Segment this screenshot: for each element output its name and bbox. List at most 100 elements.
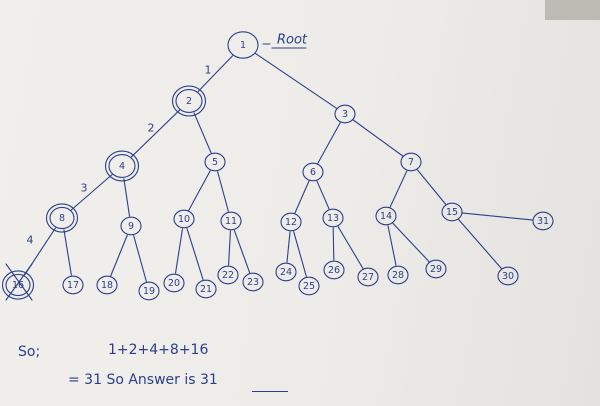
tree-node-19: 19 [138,281,160,301]
tree-node-23: 23 [242,272,264,292]
tree-node-1: 1 [227,31,259,59]
path-annotations: 1 2 3 4 [27,64,212,247]
tree-node-17: 17 [62,275,84,295]
node-label: 6 [310,167,316,178]
path-annotation-4: 4 [27,234,34,247]
edge-14-29 [392,222,430,263]
edge-14-28 [387,225,397,266]
edge-15-31 [461,212,534,221]
node-label: 31 [537,216,549,227]
tree-node-14: 14 [375,206,397,226]
result-line: = 31 So Answer is 31 [68,372,218,388]
edge-10-20 [174,228,184,274]
node-label: 13 [327,213,339,224]
edge-1-2 [197,55,234,93]
node-label: 14 [380,211,392,222]
edge-10-21 [186,227,204,281]
edge-8-17 [63,229,72,276]
node-label: 10 [178,214,190,225]
tree-node-29: 29 [425,259,447,279]
node-label: 1 [240,40,246,51]
tree-node-12: 12 [280,212,302,232]
path-annotation-1: 1 [205,64,212,77]
tree-node-15: 15 [441,202,463,222]
node-label: 7 [408,157,414,168]
node-label: 20 [168,278,180,289]
edge-9-18 [110,234,128,277]
tree-node-27: 27 [357,267,379,287]
node-label: 8 [59,213,65,224]
paper-corner [545,0,600,20]
edge-3-7 [352,119,404,157]
tree-node-20: 20 [163,273,185,293]
node-label: 25 [303,281,315,292]
sum-expression: 1+2+4+8+16 [108,342,209,358]
edge-6-13 [316,180,330,210]
node-label: 4 [119,161,125,172]
tree-node-25: 25 [298,276,320,296]
node-label: 3 [342,109,348,120]
node-label: 29 [430,264,442,275]
tree-node-30: 30 [497,266,519,286]
edge-6-12 [294,180,310,214]
so-prefix: So; [18,344,41,360]
node-label: 9 [128,221,134,232]
root-callout: Root [262,33,308,49]
tree-node-10: 10 [173,209,195,229]
tree-node-5: 5 [204,152,226,172]
tree-node-9: 9 [120,216,142,236]
node-label: 18 [101,280,113,291]
node-label: 23 [247,277,259,288]
tree-node-3: 3 [334,104,356,124]
node-label: 2 [186,96,192,107]
edge-12-24 [286,231,291,263]
answer-underline [252,391,288,392]
node-label: 5 [212,157,218,168]
path-annotation-2: 2 [148,122,155,135]
edge-11-23 [233,229,251,274]
edge-13-26 [332,227,335,261]
tree-node-7: 7 [400,152,422,172]
edge-5-11 [217,171,229,212]
edge-4-8 [70,173,113,211]
node-label: 28 [392,270,404,281]
tree-node-6: 6 [302,162,324,182]
tree-node-22: 22 [217,265,239,285]
tree-node-8: 8 [45,203,79,233]
tree-node-21: 21 [195,279,217,299]
tree-node-28: 28 [387,265,409,285]
edge-2-4 [130,109,181,158]
node-label: 27 [362,272,374,283]
path-annotation-3: 3 [81,182,88,195]
edge-4-9 [123,178,131,217]
edge-5-10 [188,170,211,211]
tree-node-16: 16 [1,270,35,300]
node-label: 19 [143,286,155,297]
node-label: 21 [200,284,212,295]
node-label: 16 [12,280,24,291]
tree-node-11: 11 [220,211,242,231]
edge-2-5 [193,112,212,154]
strikeout-mark [5,263,33,301]
node-label: 12 [285,217,297,228]
tree-node-26: 26 [323,260,345,280]
edge-12-25 [293,231,307,277]
node-label: 30 [502,271,514,282]
node-label: 22 [222,270,234,281]
node-label: 15 [446,207,458,218]
edge-3-6 [317,122,341,164]
tree-node-2: 2 [171,85,207,117]
node-label: 17 [67,280,79,291]
edge-9-19 [133,235,147,282]
tree-node-24: 24 [275,262,297,282]
edge-13-27 [337,226,364,269]
edge-11-22 [228,230,231,266]
node-label: 11 [225,216,237,227]
tree-edges [24,52,534,282]
tree-node-13: 13 [322,208,344,228]
edge-7-14 [389,170,408,208]
edge-7-15 [416,169,447,205]
